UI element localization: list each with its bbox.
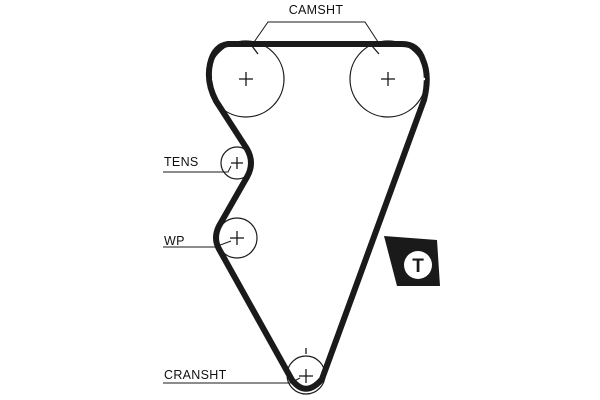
plus-icon — [230, 231, 244, 245]
crankshaft-leader-line — [163, 377, 301, 384]
tensioner-label: TENS — [164, 155, 199, 169]
camshaft-left-timing-marks — [212, 45, 280, 81]
camshaft-right-timing-marks — [354, 45, 425, 81]
plus-icon — [239, 72, 253, 86]
timing-belt — [205, 41, 430, 392]
water-pump-leader-line — [163, 240, 232, 248]
water-pump-label: WP — [164, 234, 185, 248]
crankshaft-label: CRANSHT — [164, 368, 227, 382]
plus-icon — [231, 157, 243, 169]
camshaft-leader-line — [251, 21, 381, 46]
plus-icon — [381, 72, 395, 86]
tensioner-leader-line — [163, 165, 232, 173]
timing-mark-badge-icon: T — [384, 236, 440, 286]
badge-letter: T — [412, 256, 424, 277]
camshaft-label: CAMSHT — [289, 3, 344, 17]
plus-icon — [299, 369, 313, 383]
